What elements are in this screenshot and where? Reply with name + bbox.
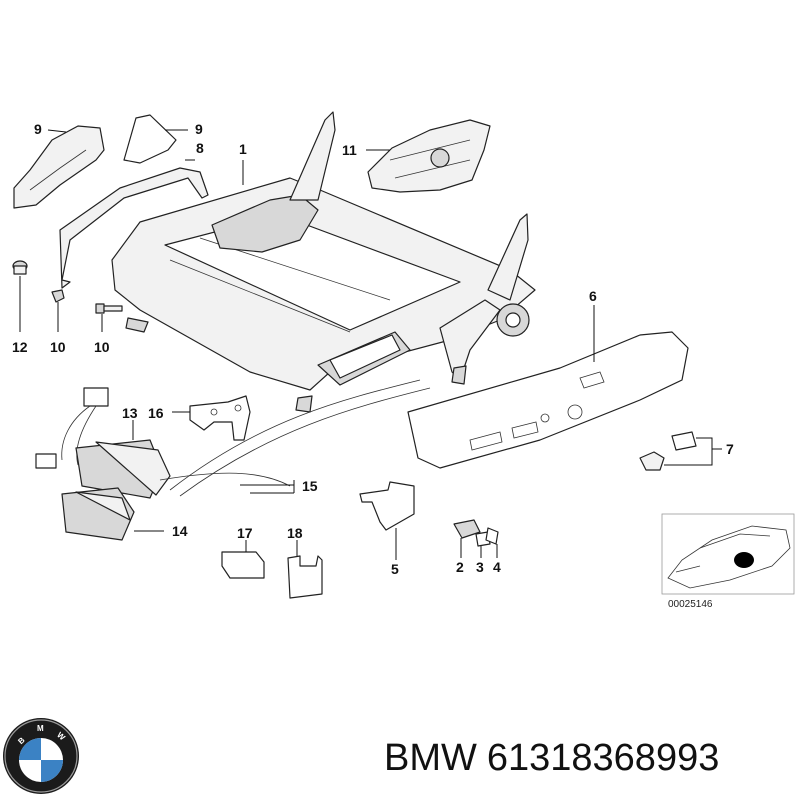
svg-text:W: W: [55, 730, 67, 742]
car-locator-inset: [661, 513, 795, 595]
part-4-plug: [485, 527, 499, 545]
callout-17: 16: [148, 405, 164, 421]
callout-labels: 9 9 8 1 11 12 10 10 6 13 16 7 15 14 17 1…: [12, 121, 734, 577]
callout-4: 4: [493, 559, 501, 575]
callout-3: 3: [476, 559, 484, 575]
callout-18: 17: [237, 525, 253, 541]
part-12-grommet: [12, 260, 28, 275]
part-8-rail-strip: [59, 167, 209, 289]
callout-2: 2: [456, 559, 464, 575]
callout-16: 15: [302, 478, 318, 494]
part-19-holder: [287, 555, 323, 599]
callout-10: 10: [94, 339, 110, 355]
part-10-bolt: [95, 303, 123, 314]
svg-text:M: M: [37, 724, 44, 733]
brand-text: BMW: [384, 737, 477, 779]
part-14-motor-assembly: [35, 387, 291, 499]
callout-7: 7: [726, 441, 734, 457]
part-15-motor: [61, 487, 135, 541]
part-9-left-trim: [13, 125, 105, 209]
callout-14: 13: [122, 405, 138, 421]
part-2-connector: [453, 519, 481, 539]
part-18-cap: [221, 551, 265, 579]
part-1-seat-frame: [111, 111, 536, 413]
part-16-cables: [169, 379, 431, 497]
part-6-side-trim: [407, 331, 689, 469]
callout-15: 14: [172, 523, 188, 539]
callout-12: 12: [12, 339, 28, 355]
part-9-cover: [123, 114, 177, 164]
part-5-mount: [359, 481, 415, 531]
part-7-switch: [639, 431, 697, 471]
callout-9-right: 9: [195, 121, 203, 137]
part-17-bracket: [189, 395, 251, 441]
diagram-code: 00025146: [668, 599, 713, 610]
part-11-clip: [51, 289, 65, 303]
callout-13: 11: [342, 142, 357, 158]
part-13-motor-module: [367, 119, 491, 193]
part-number: 61318368993: [486, 737, 720, 779]
svg-text:B: B: [16, 735, 26, 746]
callout-8: 8: [196, 140, 204, 156]
callout-9-left: 9: [34, 121, 42, 137]
callout-6: 6: [589, 288, 597, 304]
callout-1: 1: [239, 141, 247, 157]
callout-19: 18: [287, 525, 303, 541]
bmw-logo: B M W: [3, 718, 79, 794]
callout-11: 10: [50, 339, 66, 355]
callout-5: 5: [391, 561, 399, 577]
